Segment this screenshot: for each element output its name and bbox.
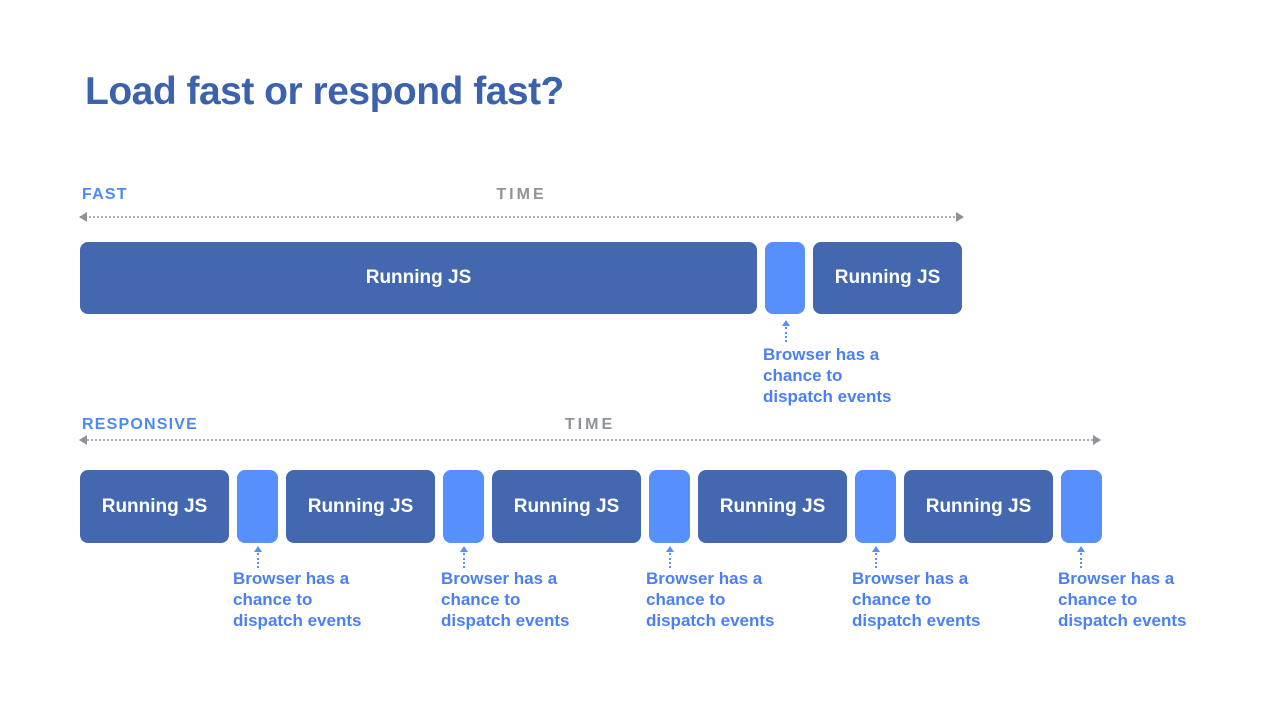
running-js-label: Running JS [925, 495, 1032, 517]
browser-idle-gap [855, 470, 896, 543]
running-js-label: Running JS [101, 495, 208, 517]
running-js-label: Running JS [719, 495, 826, 517]
responsive-track-header: RESPONSIVE TIME [80, 416, 1100, 436]
annotation-line: chance to [646, 590, 726, 609]
annotation-line: dispatch events [763, 387, 892, 406]
annotation-line: chance to [441, 590, 521, 609]
running-js-label: Running JS [365, 267, 472, 288]
responsive-track-bars: Running JS Running JS Running JS Running… [80, 470, 1102, 543]
running-js-bar: Running JS [286, 470, 435, 543]
annotation-dispatch-events: Browser has a chance to dispatch events [1058, 568, 1187, 631]
up-arrow-icon [1077, 546, 1085, 568]
timeline-right-arrow-icon [956, 212, 964, 222]
running-js-label: Running JS [307, 495, 414, 517]
annotation-line: Browser has a [441, 569, 558, 588]
up-arrow-icon [666, 546, 674, 568]
timeline-left-arrow-icon [79, 435, 87, 445]
annotation-line: Browser has a [646, 569, 763, 588]
running-js-bar: Running JS [492, 470, 641, 543]
browser-idle-gap [649, 470, 690, 543]
annotation-line: Browser has a [1058, 569, 1175, 588]
annotation-line: chance to [233, 590, 313, 609]
up-arrow-icon [254, 546, 262, 568]
running-js-bar: Running JS [80, 242, 757, 314]
fast-track-header: FAST TIME [80, 186, 963, 206]
running-js-label: Running JS [834, 267, 941, 288]
running-js-bar: Running JS [813, 242, 962, 314]
running-js-bar: Running JS [698, 470, 847, 543]
fast-track-label: FAST [82, 186, 128, 203]
annotation-line: Browser has a [763, 345, 880, 364]
responsive-timeline-axis [79, 435, 1101, 445]
annotation-line: chance to [852, 590, 932, 609]
annotation-line: Browser has a [233, 569, 350, 588]
timeline-right-arrow-icon [1093, 435, 1101, 445]
fast-time-label: TIME [496, 186, 547, 203]
timeline-left-arrow-icon [79, 212, 87, 222]
browser-idle-gap [443, 470, 484, 543]
running-js-bar: Running JS [80, 470, 229, 543]
annotation-line: dispatch events [233, 611, 362, 630]
up-arrow-icon [460, 546, 468, 568]
browser-idle-gap [765, 242, 805, 314]
annotation-line: dispatch events [441, 611, 570, 630]
slide-title: Load fast or respond fast? [85, 70, 564, 113]
running-js-bar: Running JS [904, 470, 1053, 543]
annotation-dispatch-events: Browser has a chance to dispatch events [763, 344, 892, 407]
annotation-line: Browser has a [852, 569, 969, 588]
annotation-dispatch-events: Browser has a chance to dispatch events [852, 568, 981, 631]
fast-track-bars: Running JS Running JS [80, 242, 962, 314]
annotation-line: chance to [1058, 590, 1138, 609]
running-js-label: Running JS [513, 495, 620, 517]
annotation-dispatch-events: Browser has a chance to dispatch events [233, 568, 362, 631]
annotation-dispatch-events: Browser has a chance to dispatch events [441, 568, 570, 631]
up-arrow-icon [872, 546, 880, 568]
browser-idle-gap [237, 470, 278, 543]
annotation-line: dispatch events [852, 611, 981, 630]
responsive-track-label: RESPONSIVE [82, 416, 199, 433]
annotation-line: dispatch events [646, 611, 775, 630]
up-arrow-icon [782, 320, 790, 342]
annotation-dispatch-events: Browser has a chance to dispatch events [646, 568, 775, 631]
browser-idle-gap [1061, 470, 1102, 543]
annotation-line: dispatch events [1058, 611, 1187, 630]
responsive-time-label: TIME [564, 416, 616, 433]
annotation-line: chance to [763, 366, 843, 385]
fast-timeline-axis [79, 212, 964, 222]
